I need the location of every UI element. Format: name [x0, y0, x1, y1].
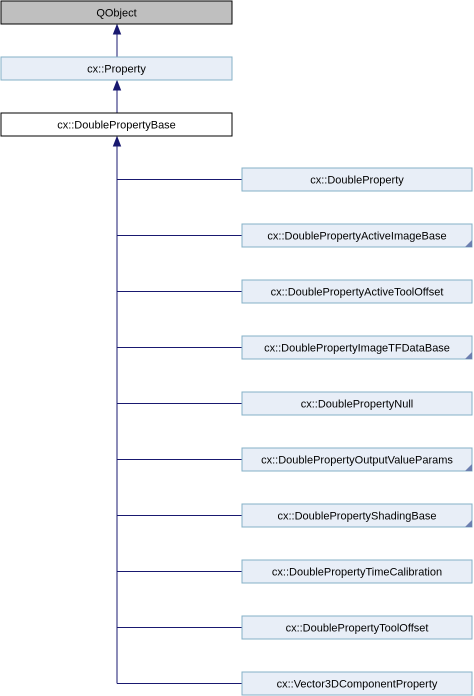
node-child[interactable]: cx::DoublePropertyActiveToolOffset: [241, 279, 473, 304]
node-qobject-label: QObject: [96, 8, 136, 20]
node-child-label[interactable]: cx::DoubleProperty: [310, 175, 404, 187]
node-child-box[interactable]: [241, 615, 473, 640]
more-subclasses-corner-icon: [465, 240, 472, 247]
node-property-label[interactable]: cx::Property: [87, 64, 146, 76]
node-base-box: [0, 112, 233, 137]
more-subclasses-corner-icon: [465, 464, 472, 471]
node-child-box[interactable]: [241, 391, 473, 416]
arrow-to-property: [112, 79, 122, 91]
node-child-box[interactable]: [241, 559, 473, 584]
node-child-label[interactable]: cx::Vector3DComponentProperty: [277, 679, 438, 691]
node-child-label[interactable]: cx::DoublePropertyActiveImageBase: [267, 231, 446, 243]
node-child[interactable]: cx::DoublePropertyActiveImageBase: [241, 223, 473, 248]
node-child[interactable]: cx::DoublePropertyNull: [241, 391, 473, 416]
node-child-label[interactable]: cx::DoublePropertyImageTFDataBase: [264, 343, 450, 355]
derived-classes: cx::DoublePropertycx::DoublePropertyActi…: [241, 167, 473, 696]
node-child-box[interactable]: [241, 279, 473, 304]
node-property[interactable]: cx::Property: [0, 56, 233, 81]
node-qobject-box: [0, 0, 233, 25]
inheritance-edges: [112, 23, 242, 684]
node-base: cx::DoublePropertyBase: [0, 112, 233, 137]
node-child-label[interactable]: cx::DoublePropertyOutputValueParams: [261, 455, 453, 467]
node-child-label[interactable]: cx::DoublePropertyActiveToolOffset: [271, 287, 444, 299]
node-child[interactable]: cx::DoublePropertyShadingBase: [241, 503, 473, 528]
more-subclasses-corner-icon: [465, 352, 472, 359]
node-child-label[interactable]: cx::DoublePropertyTimeCalibration: [272, 567, 442, 579]
node-child-box[interactable]: [241, 223, 473, 248]
node-child-box[interactable]: [241, 167, 473, 192]
arrow-to-qobject: [112, 23, 122, 35]
node-child-label[interactable]: cx::DoublePropertyShadingBase: [278, 511, 437, 523]
node-child[interactable]: cx::DoublePropertyToolOffset: [241, 615, 473, 640]
node-child[interactable]: cx::DoublePropertyOutputValueParams: [241, 447, 473, 472]
node-child[interactable]: cx::DoubleProperty: [241, 167, 473, 192]
arrow-to-base: [112, 135, 122, 147]
node-base-label: cx::DoublePropertyBase: [57, 120, 176, 132]
node-child[interactable]: cx::DoublePropertyImageTFDataBase: [241, 335, 473, 360]
node-child[interactable]: cx::DoublePropertyTimeCalibration: [241, 559, 473, 584]
node-child-box[interactable]: [241, 447, 473, 472]
node-child-box[interactable]: [241, 335, 473, 360]
node-child-label[interactable]: cx::DoublePropertyNull: [301, 399, 414, 411]
more-subclasses-corner-icon: [465, 520, 472, 527]
node-child-box[interactable]: [241, 503, 473, 528]
node-child-label[interactable]: cx::DoublePropertyToolOffset: [286, 623, 429, 635]
node-child-box[interactable]: [241, 671, 473, 696]
node-qobject: QObject: [0, 0, 233, 25]
node-child[interactable]: cx::Vector3DComponentProperty: [241, 671, 473, 696]
node-property-box[interactable]: [0, 56, 233, 81]
